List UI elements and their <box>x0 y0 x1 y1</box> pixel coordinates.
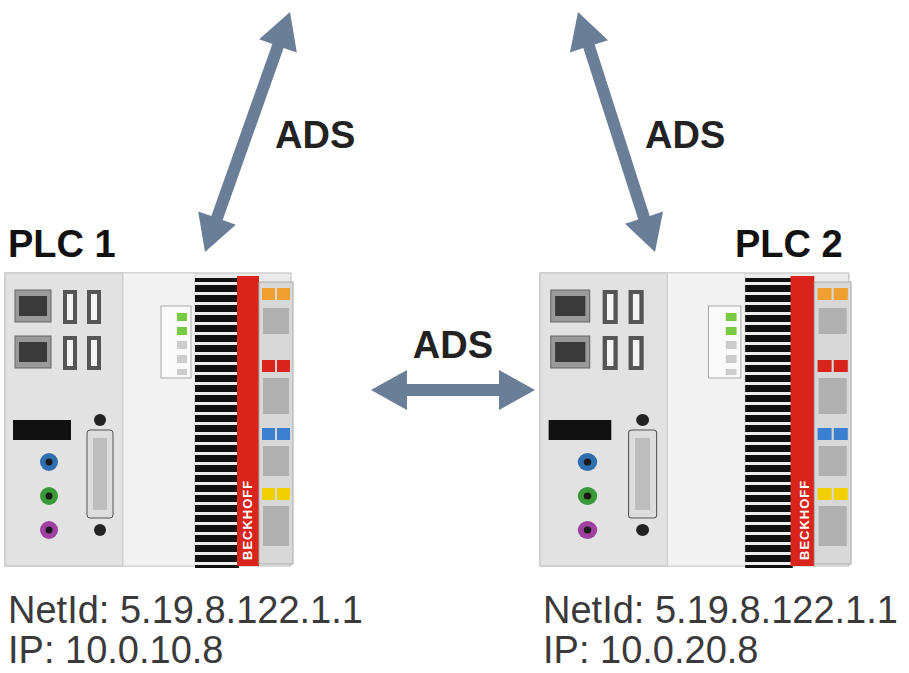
address-text: IP: 10.0.10.8 <box>8 630 363 670</box>
plc-node: PLC 2 NetId: 5.19.8.122.1.1IP: 10.0.20.8 <box>543 222 898 670</box>
device-name: PLC 2 <box>735 222 898 266</box>
plc-node: PLC 1 NetId: 5.19.8.122.1.1IP: 10.0.10.8 <box>8 222 363 670</box>
address-text: IP: 10.0.20.8 <box>543 630 898 670</box>
plc-controller-photo <box>540 273 851 568</box>
connector-arrow <box>371 370 535 410</box>
brand-logo: BECKHOFF <box>241 480 255 560</box>
device-name: PLC 1 <box>8 222 363 266</box>
protocol-label: ADS <box>409 323 497 367</box>
address-text: NetId: 5.19.8.122.1.1 <box>8 590 363 630</box>
protocol-label: ADS <box>645 113 725 157</box>
protocol-label: ADS <box>275 113 355 157</box>
plc-controller-photo <box>5 273 293 568</box>
brand-logo: BECKHOFF <box>798 480 812 560</box>
address-text: NetId: 5.19.8.122.1.1 <box>543 590 898 630</box>
